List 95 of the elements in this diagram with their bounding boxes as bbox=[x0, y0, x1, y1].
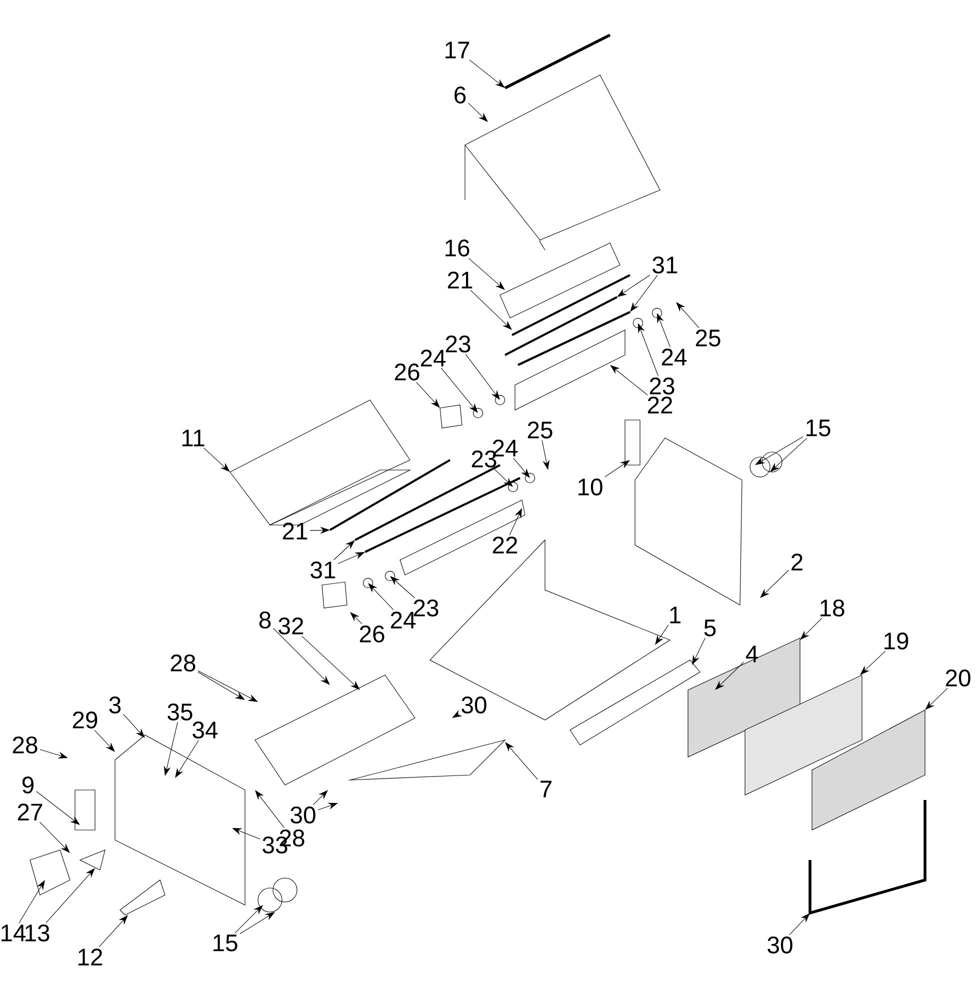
leader-line bbox=[273, 628, 330, 685]
callout-number: 8 bbox=[259, 612, 271, 628]
leader-line bbox=[755, 436, 804, 465]
leader-line bbox=[692, 638, 706, 665]
callout-number: 12 bbox=[78, 948, 102, 966]
callout-number: 23 bbox=[414, 600, 438, 616]
callout-number: 23 bbox=[650, 378, 674, 394]
leader-line bbox=[198, 672, 245, 700]
callout-number: 3 bbox=[109, 696, 121, 714]
callout-number: 31 bbox=[310, 562, 336, 578]
callout-number: 27 bbox=[18, 804, 42, 820]
callout-number: 22 bbox=[492, 536, 518, 554]
leader-line bbox=[760, 570, 789, 598]
callout-number: 26 bbox=[394, 364, 420, 380]
callout-number: 26 bbox=[360, 626, 384, 642]
leader-line bbox=[800, 618, 822, 640]
leader-line bbox=[509, 508, 522, 536]
leader-line bbox=[617, 274, 650, 297]
leader-line bbox=[469, 60, 505, 88]
leader-line bbox=[123, 714, 145, 738]
leader-line bbox=[334, 540, 355, 560]
leader-line bbox=[234, 905, 263, 934]
callout-number: 4 bbox=[746, 646, 758, 662]
callout-number: 17 bbox=[446, 42, 470, 58]
leader-line bbox=[46, 868, 95, 924]
callout-number: 9 bbox=[22, 776, 34, 794]
callout-number: 15 bbox=[214, 934, 238, 952]
callout-number: 35 bbox=[168, 704, 192, 720]
callout-number: 30 bbox=[290, 806, 316, 824]
callout-number: 16 bbox=[446, 240, 470, 256]
leader-line bbox=[513, 458, 530, 478]
callout-number: 22 bbox=[648, 396, 672, 414]
callout-number: 25 bbox=[528, 422, 552, 438]
callout-number: 18 bbox=[820, 600, 844, 616]
leader-line bbox=[505, 742, 538, 780]
leader-line bbox=[94, 730, 115, 752]
leader-line bbox=[312, 790, 328, 806]
callout-number: 28 bbox=[12, 736, 38, 754]
callout-number: 28 bbox=[170, 654, 196, 672]
leader-line bbox=[36, 791, 80, 825]
callout-number: 6 bbox=[454, 86, 466, 104]
callout-number: 32 bbox=[278, 618, 304, 634]
callout-number: 2 bbox=[792, 554, 802, 570]
callout-number: 34 bbox=[192, 722, 218, 738]
leader-line bbox=[468, 102, 488, 122]
callout-number: 25 bbox=[696, 330, 720, 346]
callout-number: 29 bbox=[72, 712, 98, 728]
leader-line bbox=[604, 460, 630, 478]
leader-line bbox=[610, 365, 648, 396]
leader-line bbox=[655, 624, 669, 645]
callout-number: 31 bbox=[652, 256, 678, 274]
callout-number: 24 bbox=[662, 348, 687, 366]
callout-number: 7 bbox=[540, 780, 552, 798]
callout-number: 21 bbox=[282, 522, 308, 540]
leader-line bbox=[715, 662, 744, 690]
callout-number: 15 bbox=[806, 420, 830, 436]
leader-line bbox=[368, 583, 394, 610]
callout-number: 5 bbox=[704, 620, 716, 636]
leader-line bbox=[416, 382, 440, 408]
leader-line bbox=[494, 468, 513, 487]
leader-line bbox=[204, 448, 230, 472]
leader-line bbox=[440, 368, 478, 413]
leader-line bbox=[175, 740, 199, 778]
callout-number: 10 bbox=[578, 478, 602, 496]
callout-number: 30 bbox=[768, 936, 792, 954]
callout-number: 21 bbox=[448, 272, 472, 288]
callout-number: 30 bbox=[462, 696, 486, 714]
leader-line bbox=[390, 576, 415, 598]
leader-line bbox=[302, 636, 360, 690]
leader-line bbox=[338, 552, 365, 564]
callout-number: 11 bbox=[182, 430, 204, 446]
callout-number: 1 bbox=[670, 606, 680, 624]
leader-line bbox=[770, 438, 808, 472]
callout-number: 14 bbox=[2, 924, 26, 942]
leader-line bbox=[255, 790, 284, 828]
callout-number: 24 bbox=[420, 350, 446, 366]
leader-line bbox=[98, 915, 128, 948]
leader-line bbox=[18, 880, 45, 924]
leader-line bbox=[925, 688, 948, 710]
callout-number: 19 bbox=[884, 632, 908, 650]
leader-line bbox=[468, 258, 505, 290]
leader-line bbox=[465, 354, 500, 400]
leader-line bbox=[350, 612, 362, 624]
leader-line bbox=[676, 302, 700, 328]
leader-line bbox=[630, 274, 658, 312]
callout-number: 13 bbox=[26, 924, 50, 942]
leader-line bbox=[240, 912, 275, 934]
callout-number: 24 bbox=[390, 612, 416, 628]
leader-line bbox=[40, 822, 70, 853]
leader-line bbox=[789, 913, 810, 936]
leader-line bbox=[860, 650, 886, 675]
callout-number: 20 bbox=[946, 670, 970, 686]
leader-line bbox=[198, 670, 258, 702]
leader-line bbox=[470, 290, 512, 330]
callout-number: 23 bbox=[446, 336, 470, 352]
